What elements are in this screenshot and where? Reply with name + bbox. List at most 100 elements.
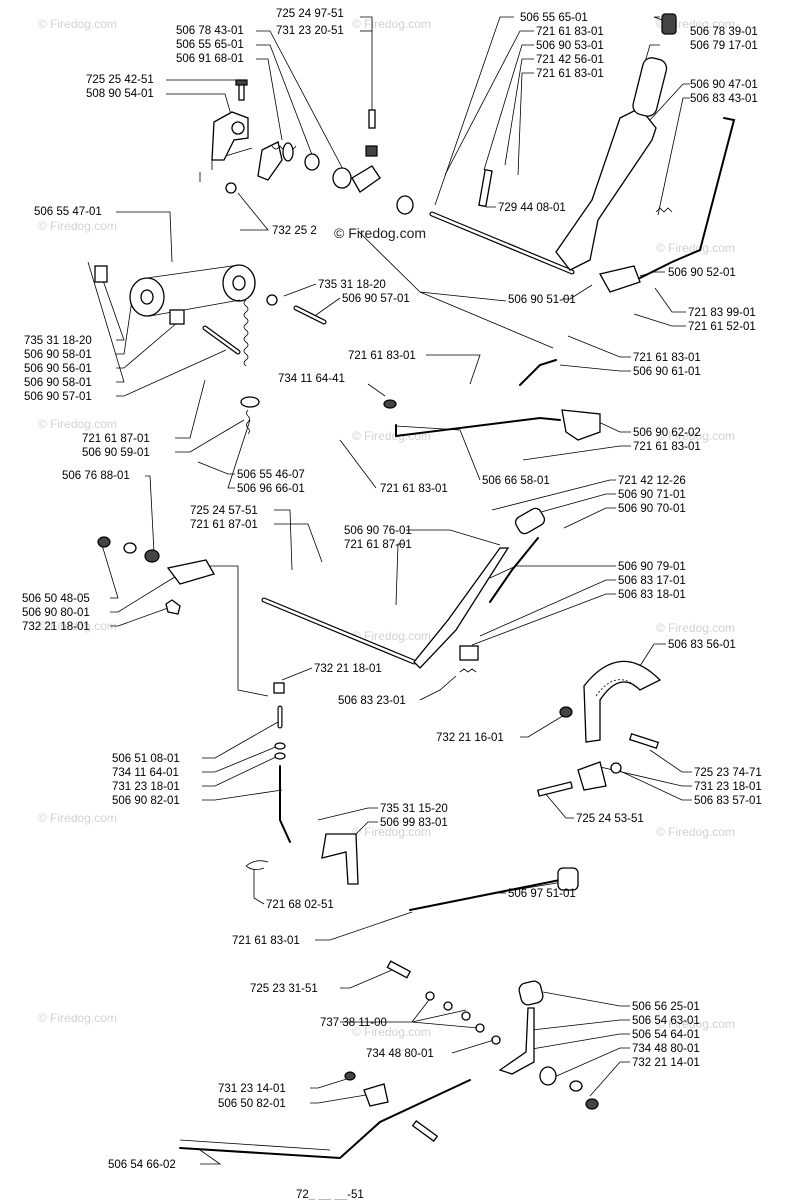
part-number-label: 721 42 12-26 (618, 475, 686, 487)
washer (425, 991, 435, 1001)
part-number-label: 732 21 16-01 (436, 732, 504, 744)
washer (123, 542, 137, 554)
part-number-label: 731 23 18-01 (112, 781, 180, 793)
part-number-label: 506 56 25-01 (632, 1001, 700, 1013)
part-number-label: 732 21 14-01 (632, 1057, 700, 1069)
watermark: © Firedog.com (656, 621, 735, 635)
part-number-label: 506 83 56-01 (668, 639, 736, 651)
part-number-label: 735 31 18-20 (24, 335, 92, 347)
part-number-label: 721 68 02-51 (266, 899, 334, 911)
rod (519, 359, 557, 386)
part-number-label: 732 21 18-01 (22, 621, 90, 633)
lever-arm (351, 165, 381, 193)
part-number-label: 725 23 74-71 (694, 767, 762, 779)
clip (245, 860, 269, 870)
part-number-label: 506 90 51-01 (508, 294, 576, 306)
watermarks: © Firedog.com © Firedog.com © Firedog.co… (38, 17, 735, 1039)
part-number-label: 725 24 97-51 (276, 8, 344, 20)
part-number-label: 725 25 42-51 (86, 74, 154, 86)
plate (561, 409, 601, 441)
bolt-head (235, 79, 248, 86)
pulley-hub (140, 289, 154, 305)
part-number-label: 737 38 11-00 (320, 1017, 387, 1029)
bolt (368, 109, 376, 129)
bracket (166, 559, 215, 585)
part-number-label: 506 90 56-01 (24, 363, 92, 375)
part-number-label: 506 55 47-01 (34, 206, 102, 218)
washer (282, 142, 294, 162)
bushing (144, 549, 160, 563)
part-number-label: 732 25 2 (272, 225, 317, 237)
part-number-label: 731 23 18-01 (694, 781, 762, 793)
part-number-label: 506 90 76-01 (344, 525, 412, 537)
nut (383, 399, 397, 409)
part-number-label: 506 50 82-01 (218, 1098, 286, 1110)
watermark: © Firedog.com (656, 241, 735, 255)
part-number-label: 735 31 15-20 (380, 803, 448, 815)
part-number-label: 506 90 52-01 (668, 267, 736, 279)
parts (94, 13, 736, 1160)
handle-grip (632, 57, 668, 117)
part-number-label: 721 61 83-01 (536, 68, 604, 80)
washer (475, 1023, 485, 1033)
handle-grip (514, 507, 546, 535)
washer (274, 742, 286, 750)
spring (459, 668, 477, 673)
part-number-label: 72_ __ __-51 (296, 1189, 364, 1200)
watermark: © Firedog.com (352, 429, 431, 443)
nut (273, 682, 285, 694)
nut (165, 599, 181, 615)
part-number-label: 506 90 62-02 (633, 427, 701, 439)
leader-lines (87, 16, 692, 1165)
rod (279, 765, 291, 843)
part-number-label: 721 61 87-01 (190, 519, 258, 531)
teeth (595, 679, 639, 697)
watermark: © Firedog.com (656, 429, 735, 443)
bushing (304, 153, 320, 171)
part-number-label: 721 61 83-01 (633, 352, 701, 364)
lever (413, 547, 510, 669)
part-number-label: 721 61 52-01 (688, 321, 756, 333)
part-number-label: 506 51 08-01 (112, 753, 180, 765)
pin (478, 168, 493, 208)
part-number-label: 506 54 64-01 (632, 1029, 700, 1041)
part-number-label: 506 83 43-01 (690, 93, 758, 105)
part-number-label: 508 90 54-01 (86, 88, 154, 100)
nut (344, 1071, 356, 1081)
part-number-label: 506 90 57-01 (342, 293, 410, 305)
bushing (169, 309, 185, 325)
watermark: © Firedog.com (38, 619, 117, 633)
pulley-hub (232, 275, 246, 291)
sector-plate (583, 660, 662, 743)
part-number-label: 506 90 82-01 (112, 795, 180, 807)
part-number-label: 506 78 43-01 (176, 25, 244, 37)
part-number-label: 506 96 66-01 (237, 483, 305, 495)
part-number-label: 506 55 46-07 (237, 469, 305, 481)
part-number-label: 506 90 58-01 (24, 377, 92, 389)
part-number-label: 721 61 87-01 (344, 539, 412, 551)
part-number-label: 506 90 58-01 (24, 349, 92, 361)
bolt (386, 960, 411, 979)
part-number-label: 506 91 68-01 (176, 53, 244, 65)
part-number-label: 506 90 59-01 (82, 447, 150, 459)
part-number-label: 721 61 83-01 (380, 483, 448, 495)
spring (655, 207, 673, 213)
part-number-label: 732 21 18-01 (314, 663, 382, 675)
part-number-label: 721 61 83-01 (536, 26, 604, 38)
watermark: © Firedog.com (656, 1017, 735, 1031)
part-number-label: 735 31 18-20 (318, 279, 386, 291)
part-number-label: 506 99 83-01 (380, 817, 448, 829)
part-number-label: 506 83 23-01 (338, 695, 406, 707)
part-number-label: 721 61 83-01 (348, 350, 416, 362)
watermark: © Firedog.com (352, 1025, 431, 1039)
washer (610, 762, 622, 774)
part-number-label: 506 90 57-01 (24, 391, 92, 403)
rod (639, 117, 736, 279)
lever (498, 1007, 535, 1075)
watermark: © Firedog.com (352, 825, 431, 839)
part-number-label: 734 11 64-41 (278, 373, 345, 385)
part-number-label: 725 23 31-51 (250, 983, 318, 995)
part-number-label: 506 55 65-01 (176, 39, 244, 51)
bushing (396, 195, 414, 215)
